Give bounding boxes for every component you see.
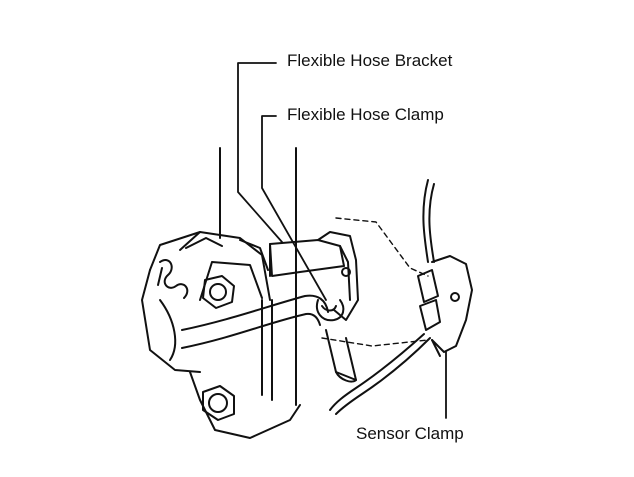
- guide-lines: [321, 217, 429, 347]
- sensor-clamp: [417, 255, 473, 357]
- flexible-hose-bracket: [269, 231, 359, 321]
- coil-spring: [157, 259, 189, 299]
- strut-tube: [219, 147, 297, 406]
- sensor-wire: [329, 179, 435, 415]
- brake-hose: [181, 294, 357, 383]
- sensor-clamp-label: Sensor Clamp: [356, 424, 464, 443]
- flexible-hose-bracket-label: Flexible Hose Bracket: [287, 51, 453, 70]
- lower-bolt: [202, 385, 235, 421]
- leader-bracket: [237, 62, 283, 243]
- steering-knuckle: [141, 231, 301, 439]
- leader-lines: [237, 62, 447, 419]
- flexible-hose-clamp-label: Flexible Hose Clamp: [287, 105, 444, 124]
- upper-bolt: [202, 275, 235, 309]
- flexible-hose-clamp: [316, 299, 345, 322]
- leader-clamp: [261, 115, 327, 301]
